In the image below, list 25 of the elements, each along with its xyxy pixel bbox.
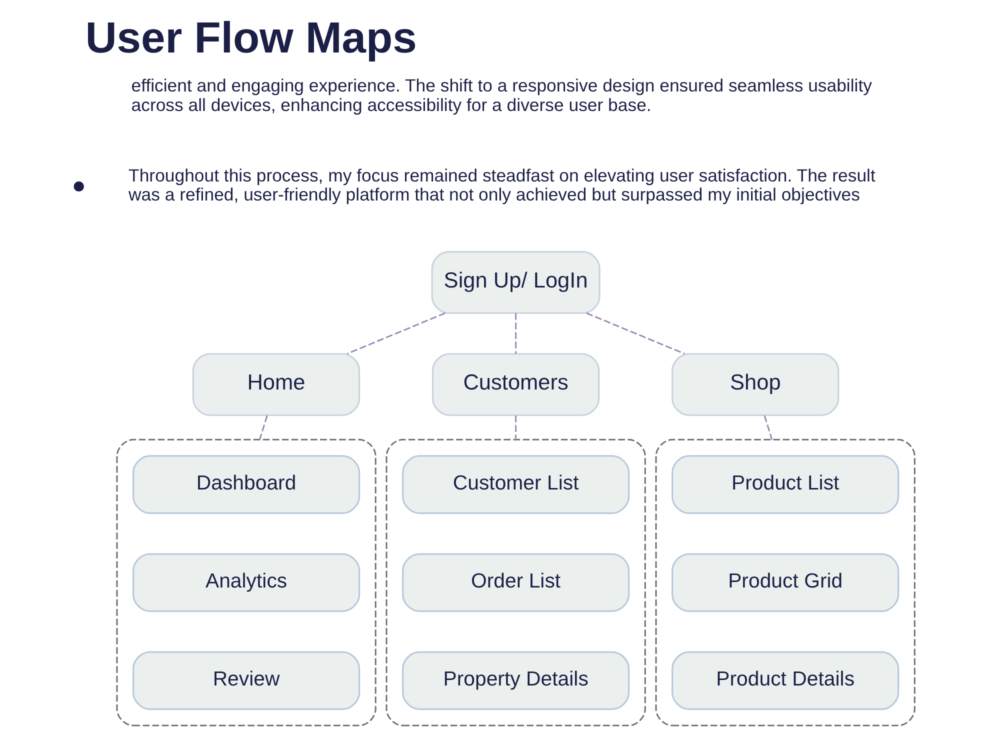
node-box: Sign Up/ LogIn [431, 250, 600, 314]
connector [515, 313, 517, 354]
node-box: Order List [402, 553, 630, 612]
connector [586, 312, 685, 354]
connector [258, 415, 268, 440]
node-box: Dashboard [132, 455, 360, 514]
connector [764, 415, 773, 440]
label: Throughout this process, my focus remained steadfast on elevating user satisfaction. The result was a refined, user-friendly platform that not only achieved but surpassed my initial objectives [128, 166, 876, 205]
node-box: Review [132, 651, 360, 710]
diagram-title: User Flow Maps [85, 14, 417, 63]
node-box: Customer List [402, 455, 630, 514]
node-box: Analytics [132, 553, 360, 612]
label: efficient and engaging experience. The shift to a responsive design ensured seamless usability across all devices, enhancing accessibility for a diverse user base. [131, 76, 872, 115]
node-box: Product Grid [672, 553, 900, 612]
node-box: Customers [432, 353, 600, 416]
connector [346, 312, 446, 354]
node-box: Product Details [672, 651, 900, 710]
cluster [655, 438, 916, 726]
cluster [386, 438, 646, 726]
node-box: Home [192, 353, 360, 416]
node-box: Product List [672, 455, 900, 514]
cluster [116, 438, 376, 726]
node-box: Shop [672, 353, 840, 416]
connector [515, 416, 517, 440]
node-box: Property Details [402, 651, 630, 710]
